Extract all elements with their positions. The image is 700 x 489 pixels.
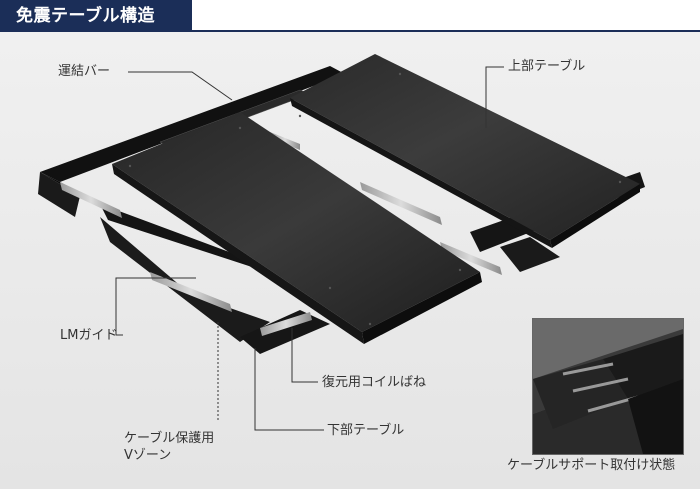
- header: 免震テーブル構造: [0, 0, 700, 32]
- label-lm-guide: LMガイド: [60, 328, 118, 343]
- label-inset-caption: ケーブルサポート取付け状態: [507, 458, 676, 473]
- page-title: 免震テーブル構造: [0, 0, 192, 32]
- label-lower-table: 下部テーブル: [327, 423, 405, 438]
- leader-lines: [115, 66, 504, 431]
- title-underline: [0, 30, 700, 32]
- label-connecting-bar: 運結バー: [58, 64, 111, 79]
- label-return-spring: 復元用コイルばね: [322, 375, 427, 390]
- panel-screws: [128, 72, 622, 326]
- leader-return-spring: [291, 328, 318, 383]
- label-upper-table: 上部テーブル: [508, 59, 586, 74]
- leader-lm-guide: [115, 277, 196, 336]
- leader-upper-table: [485, 66, 504, 128]
- isolation-table-illustration: [38, 54, 645, 431]
- label-cable-v-zone-2: Vゾーン: [124, 448, 172, 463]
- leader-connecting-bar: [128, 71, 233, 101]
- diagram-canvas: 運結バー 上部テーブル LMガイド 復元用コイルばね 下部テーブル ケーブル保護…: [0, 32, 700, 489]
- upper-table-center-panel: [112, 112, 482, 344]
- upper-table-right-panel: [290, 54, 640, 248]
- inset-cable-support-photo: [532, 318, 684, 455]
- lm-guide-rails: [60, 132, 502, 336]
- inset-illustration: [533, 319, 683, 454]
- leader-lower-table: [254, 348, 324, 431]
- label-cable-v-zone-1: ケーブル保護用: [124, 431, 215, 446]
